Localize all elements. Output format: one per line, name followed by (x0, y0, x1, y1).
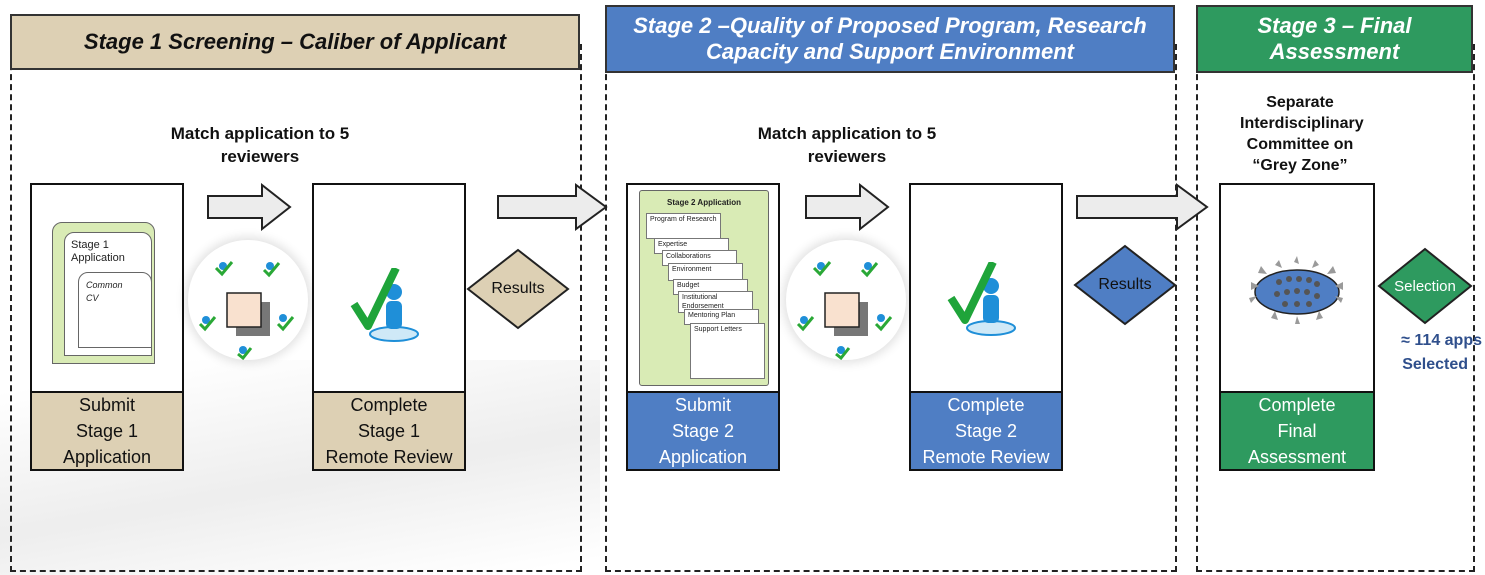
selected-label: Selected (1402, 356, 1468, 373)
stage-2-header: Stage 2 –Quality of Proposed Program, Re… (605, 5, 1175, 73)
stage-1-results-diamond (466, 248, 570, 330)
stage-3-selection-label: Selection (1394, 277, 1456, 295)
stage-2-doc-tab-8: Support Letters (690, 323, 765, 379)
stage-2-submit-label: Submit Stage 2 Application (626, 391, 780, 471)
stage-1-cv-page: Common CV (78, 272, 152, 348)
stage-2-results-diamond (1073, 244, 1177, 326)
stage-2-results-label: Results (1098, 276, 1152, 293)
stage-1-frame (10, 44, 582, 572)
stage-3-frame (1196, 44, 1475, 572)
stage-1-reviewers-icon (198, 261, 295, 360)
stage-1-title: Stage 1 Screening – Caliber of Applicant (83, 29, 507, 54)
stage-1-match-label: Match application to 5 reviewers (170, 124, 350, 166)
stage-1-reviewer-check-icon (350, 268, 419, 342)
stage-1-review-label: Complete Stage 1 Remote Review (312, 391, 466, 471)
stage-1-results-label: Results (491, 280, 545, 297)
stage-3-committee-label: Separate Interdisciplinary Committee on … (1240, 94, 1364, 174)
stage-1-doc-sub: Common CV (86, 280, 123, 303)
stage-2-reviewer-check-icon (947, 262, 1016, 336)
stage-1-arrow-1 (207, 183, 292, 231)
stage-3-header: Stage 3 – Final Assessment (1196, 5, 1473, 73)
stage-2-title: Stage 2 –Quality of Proposed Program, Re… (633, 13, 1147, 64)
stage-2-arrow-1 (805, 183, 890, 231)
stage-1-header: Stage 1 Screening – Caliber of Applicant (10, 14, 580, 70)
stage-2-reviewers-icon (796, 261, 893, 360)
committee-icon (1249, 256, 1343, 324)
stage-3-assessment-label: Complete Final Assessment (1219, 391, 1375, 471)
stage-2-doc-tab-1: Program of Research (646, 213, 721, 239)
stage-3-selection-diamond (1377, 247, 1473, 325)
stage-2-doc-title: Stage 2 Application (667, 198, 741, 207)
stage-1-submit-label: Submit Stage 1 Application (30, 391, 184, 471)
stage-2-match-label: Match application to 5 reviewers (757, 124, 937, 166)
stage-3-title: Stage 3 – Final Assessment (1257, 13, 1412, 64)
stage-1-doc-title: Stage 1 Application (71, 239, 125, 264)
stage-2-frame (605, 44, 1177, 572)
stage-2-to-3-arrow (1076, 183, 1209, 231)
stage-1-to-2-arrow (497, 183, 608, 231)
selected-count: ≈ 114 apps (1401, 332, 1482, 349)
stage-2-review-label: Complete Stage 2 Remote Review (909, 391, 1063, 471)
